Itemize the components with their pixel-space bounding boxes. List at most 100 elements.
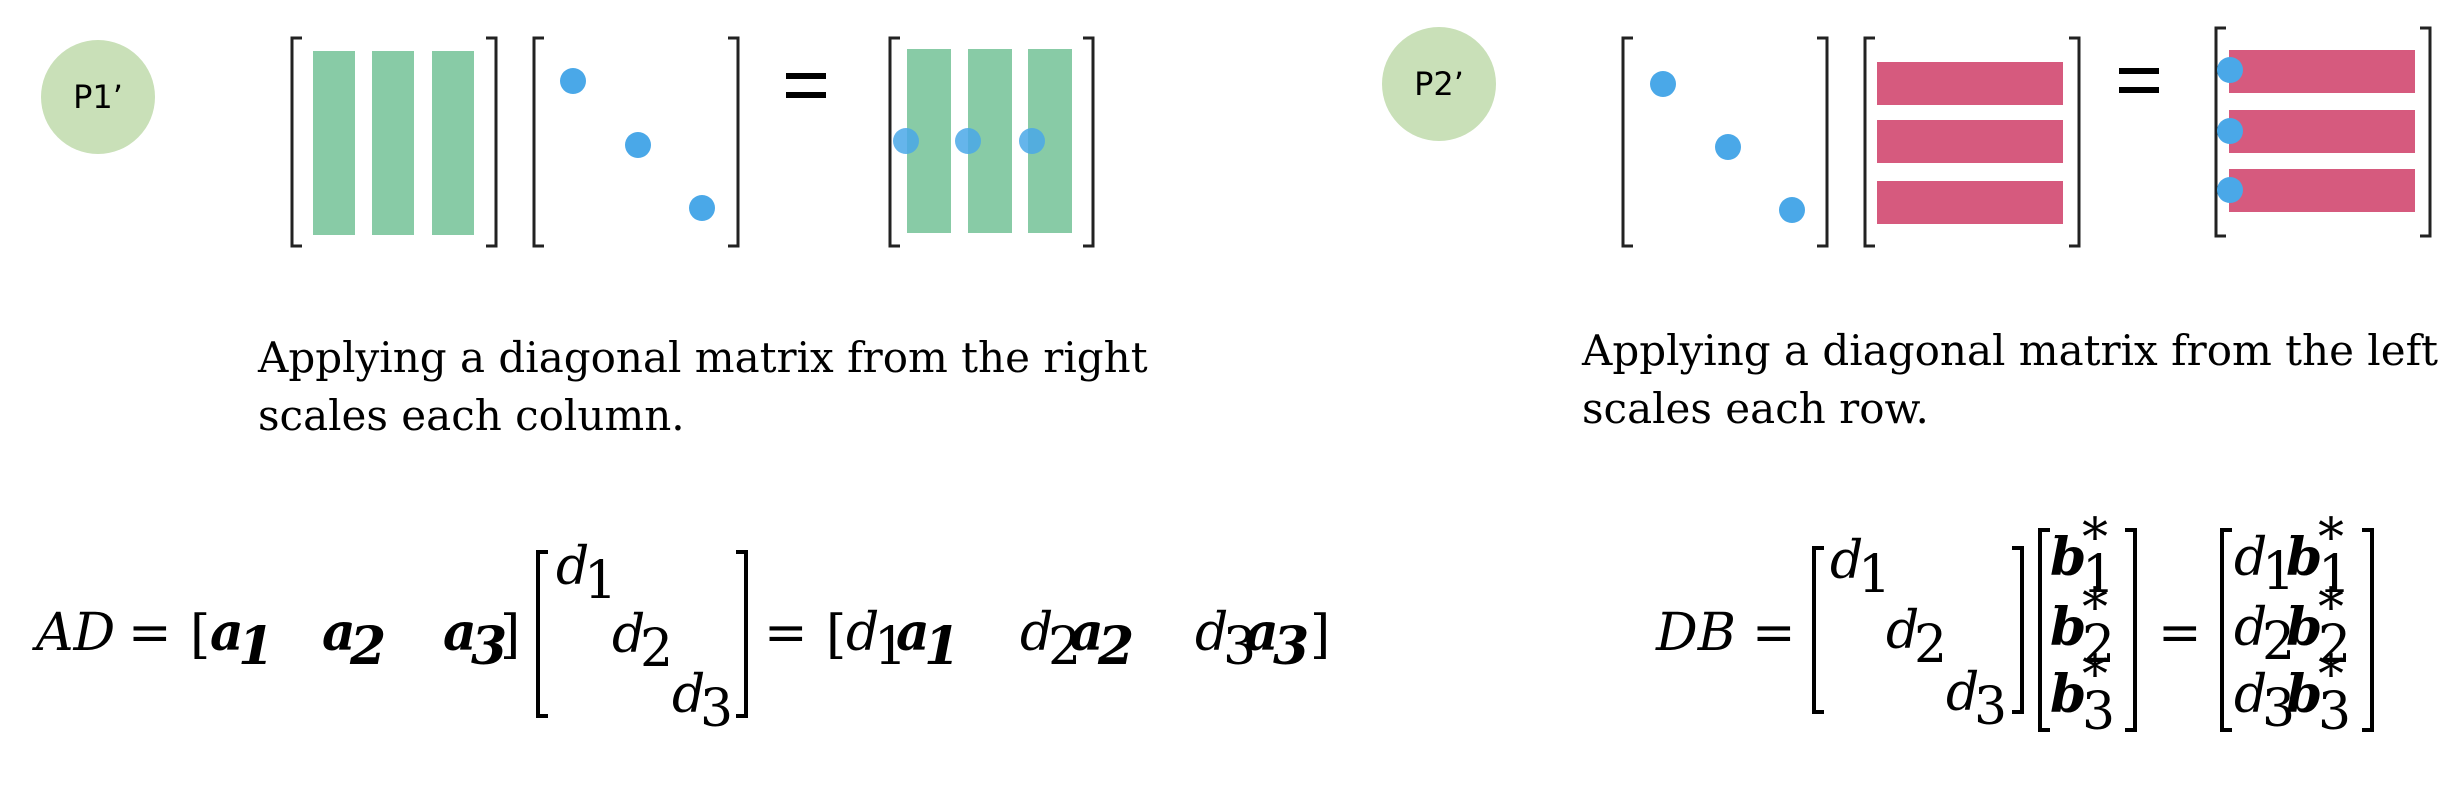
row-bar — [1877, 62, 2063, 105]
subscript: 2 — [2318, 615, 2351, 675]
subscript: 3 — [1273, 616, 1309, 677]
entry-d: d — [2234, 528, 2267, 588]
row-b3: b — [2286, 664, 2322, 725]
matrix-d-diagonal — [1621, 36, 1829, 248]
subscript: 3 — [2318, 682, 2351, 742]
diagonal-dot — [689, 195, 715, 221]
column-bar — [432, 51, 474, 235]
subscript: 1 — [2082, 545, 2115, 605]
row-bar — [1877, 181, 2063, 224]
matrix-result-columns — [888, 36, 1095, 248]
scale-dot — [955, 128, 981, 154]
superscript: * — [2082, 508, 2108, 568]
superscript: * — [2318, 508, 2344, 568]
subscript: 1 — [924, 616, 960, 677]
bracket-right — [2362, 528, 2374, 732]
bracket-left — [1621, 36, 1633, 248]
row-b3: b — [2050, 664, 2086, 725]
bracket-right — [486, 36, 498, 248]
vector-a3: a — [1245, 602, 1279, 663]
subscript: 1 — [238, 616, 274, 677]
row-b1: b — [2286, 527, 2322, 588]
formula-right: DB = d 1 d 2 d 3 b * 1 b * 2 b * 3 = d 1… — [1655, 508, 2374, 742]
panel-left: P1’ — [41, 36, 1148, 440]
formula-close-bracket: ] — [1310, 605, 1330, 665]
formula-equals: = — [2158, 603, 2202, 663]
formula-left: AD = [ a 1 a 2 a 3 ] d 1 d 2 d 3 = [ d 1… — [32, 537, 1330, 739]
formula-lhs: AD — [32, 603, 115, 663]
bracket-right — [2125, 528, 2137, 732]
subscript: 1 — [874, 617, 907, 677]
caption-right-line1: Applying a diagonal matrix from the left — [1581, 326, 2438, 375]
subscript: 3 — [1223, 617, 1256, 677]
bracket-left — [2214, 26, 2226, 238]
superscript: * — [2082, 645, 2108, 705]
label-badge-p2 — [1382, 27, 1496, 141]
matrix-b-rows — [1863, 36, 2081, 248]
subscript: 3 — [700, 679, 733, 739]
entry-d3: d — [1946, 663, 1979, 723]
subscript: 3 — [2262, 679, 2295, 739]
bracket-left — [2220, 528, 2232, 732]
subscript: 1 — [584, 551, 617, 611]
subscript: 3 — [471, 616, 507, 677]
subscript: 3 — [1974, 677, 2007, 737]
formula-equals: = — [764, 603, 808, 663]
bracket-left — [1863, 36, 1875, 248]
subscript: 2 — [1914, 615, 1947, 675]
bracket-left — [2038, 528, 2050, 732]
subscript: 1 — [2318, 545, 2351, 605]
bracket-left — [888, 36, 900, 248]
matrix-result-rows — [2214, 26, 2432, 238]
caption-left-line1: Applying a diagonal matrix from the righ… — [257, 333, 1148, 382]
entry-d1: d — [1830, 531, 1863, 591]
formula-lhs: DB — [1655, 603, 1736, 663]
subscript: 2 — [1097, 616, 1134, 677]
caption-right-line2: scales each row. — [1582, 384, 1929, 433]
subscript: 3 — [2082, 682, 2115, 742]
formula-open-bracket: [ — [826, 605, 846, 665]
formula-equals: = — [1752, 603, 1796, 663]
bracket-right — [1083, 36, 1095, 248]
formula-open-bracket: [ — [190, 605, 210, 665]
subscript: 1 — [2262, 542, 2295, 602]
scale-dot — [1019, 128, 1045, 154]
row-bar — [2229, 110, 2415, 153]
entry-d: d — [2234, 598, 2267, 658]
superscript: * — [2318, 578, 2344, 638]
caption-left-line2: scales each column. — [258, 391, 685, 440]
entry-d: d — [1020, 603, 1053, 663]
label-p1: P1’ — [73, 78, 123, 116]
entry-d2: d — [1886, 601, 1919, 661]
diagonal-dot — [625, 132, 651, 158]
scale-dot — [2217, 118, 2243, 144]
entry-d: d — [846, 603, 879, 663]
subscript: 2 — [349, 616, 386, 677]
vector-a3: a — [443, 602, 477, 663]
subscript: 2 — [2262, 612, 2295, 672]
entry-d1: d — [556, 537, 589, 597]
formula-equals: = — [128, 603, 172, 663]
diagonal-dot — [1650, 71, 1676, 97]
equals-sign — [2119, 68, 2159, 93]
subscript: 2 — [2082, 615, 2115, 675]
row-b2: b — [2050, 597, 2086, 658]
row-bar — [2229, 169, 2415, 212]
bracket-right — [2420, 26, 2432, 238]
bracket-left — [536, 550, 548, 718]
label-badge-p1 — [41, 40, 155, 154]
scale-dot — [2217, 57, 2243, 83]
diagonal-dot — [1715, 134, 1741, 160]
vector-a1: a — [896, 602, 930, 663]
equals-sign — [786, 73, 826, 98]
subscript: 2 — [1048, 617, 1081, 677]
bracket-right — [2069, 36, 2081, 248]
scale-dot — [2217, 177, 2243, 203]
diagonal-dot — [560, 68, 586, 94]
entry-d: d — [1195, 603, 1228, 663]
subscript: 1 — [1858, 545, 1891, 605]
vector-a2: a — [1070, 602, 1104, 663]
superscript: * — [2082, 578, 2108, 638]
subscript: 2 — [640, 619, 673, 679]
